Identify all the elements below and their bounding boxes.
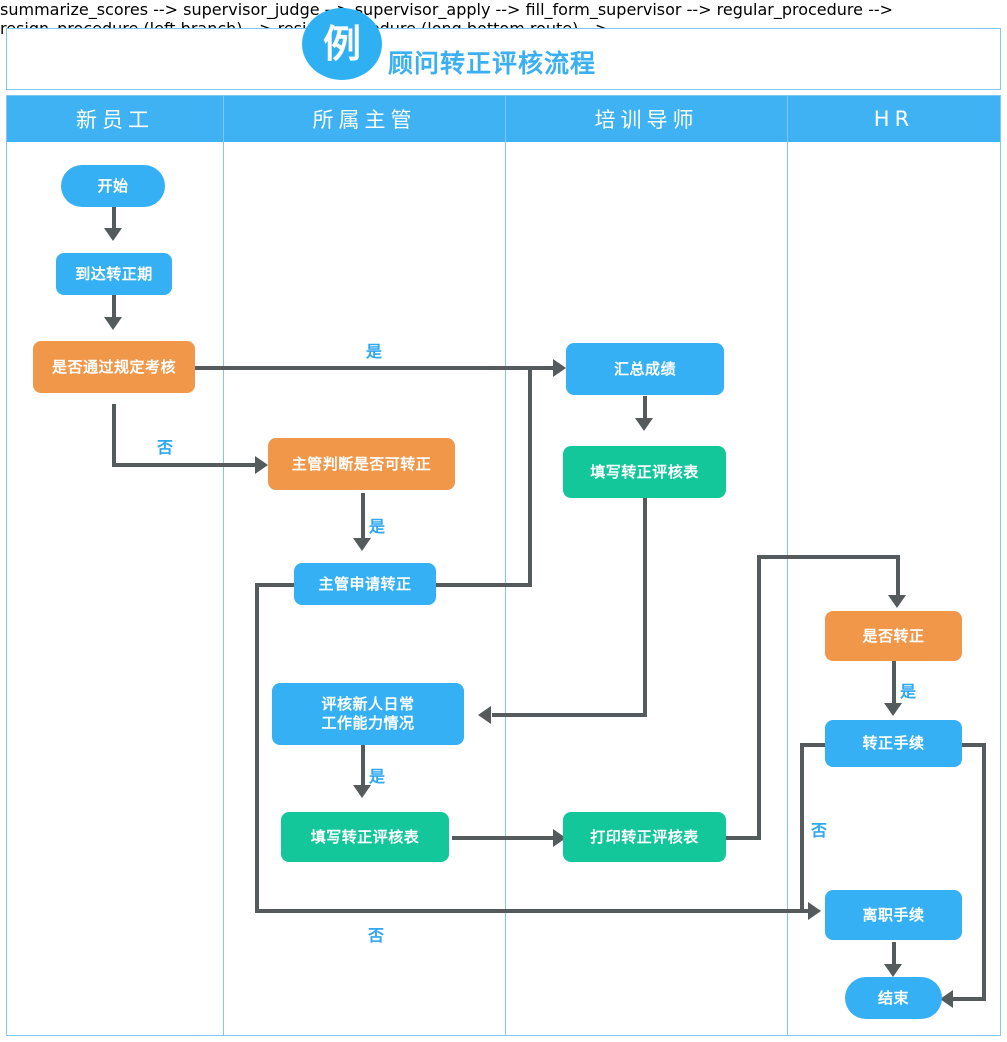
edge-assessment-no-h	[112, 463, 260, 467]
node-supervisor-apply[interactable]: 主管申请转正	[294, 563, 436, 605]
edge-regular-to-end-h2	[952, 997, 986, 1001]
edge-label-regular-no: 否	[811, 821, 828, 840]
edge-label-pass-no: 否	[157, 438, 174, 457]
edge-label-pass-yes: 是	[366, 342, 383, 361]
node-regular-procedure[interactable]: 转正手续	[825, 720, 962, 767]
edge-label-evaluate-yes: 是	[369, 767, 386, 786]
lane-header-trainer: 培训导师	[506, 96, 787, 142]
edge-confirm-yes-v	[892, 661, 896, 706]
arrow-fill-to-print	[553, 829, 566, 847]
edge-assessment-yes	[195, 366, 561, 370]
title-bar	[6, 28, 1001, 90]
arrow-assessment-yes	[553, 359, 566, 377]
edge-apply-no-h1	[255, 583, 297, 587]
edge-label-apply-no: 否	[368, 926, 385, 945]
node-fill-form-supervisor[interactable]: 填写转正评核表	[281, 812, 449, 862]
node-evaluate-newcomer[interactable]: 评核新人日常 工作能力情况	[272, 683, 464, 745]
arrow-assessment-no	[255, 456, 268, 474]
edge-apply-no-h2	[255, 909, 812, 913]
arrow-trainer-to-evaluate	[478, 706, 491, 724]
edge-resign-to-end-v	[892, 942, 896, 966]
arrow-regular-to-end	[940, 990, 953, 1008]
node-pass-assessment[interactable]: 是否通过规定考核	[33, 341, 195, 393]
edge-trainer-to-evaluate-v	[643, 498, 647, 717]
node-evaluate-newcomer-line1: 评核新人日常	[321, 695, 415, 714]
edge-summary-to-fill-trainer	[643, 396, 647, 420]
arrow-print-to-confirm	[888, 595, 906, 608]
edge-print-to-confirm-h2	[757, 555, 900, 559]
arrow-summary-to-fill-trainer	[635, 418, 653, 431]
edge-print-to-confirm-h1	[724, 836, 761, 840]
arrow-resign-to-end	[884, 964, 902, 977]
edge-probation-to-assessment	[112, 295, 116, 319]
page-title: 顾问转正评核流程	[388, 49, 597, 78]
lane-header-supervisor: 所属主管	[224, 96, 505, 142]
edge-start-to-probation	[112, 206, 116, 230]
node-end[interactable]: 结束	[845, 977, 942, 1019]
edge-apply-to-summary-v	[528, 366, 532, 587]
edge-judge-yes-v	[361, 493, 365, 541]
edge-regular-to-end-h1	[958, 743, 986, 747]
lane-header-new-employee: 新员工	[7, 96, 223, 142]
arrow-judge-yes	[353, 538, 371, 551]
node-start[interactable]: 开始	[61, 165, 165, 207]
example-badge: 例	[302, 8, 382, 80]
arrow-evaluate-yes	[353, 785, 371, 798]
edge-trainer-to-evaluate-h	[492, 713, 647, 717]
node-confirm-regular[interactable]: 是否转正	[825, 611, 962, 661]
node-supervisor-judge[interactable]: 主管判断是否可转正	[268, 438, 455, 490]
arrow-start-to-probation	[104, 228, 122, 241]
edge-regular-to-end-v	[982, 743, 986, 999]
edge-print-to-confirm-v	[757, 555, 761, 840]
edge-label-confirm-yes: 是	[900, 682, 917, 701]
lane-hr: HR	[787, 95, 1001, 1036]
edge-print-to-confirm-v2	[896, 555, 900, 598]
edge-label-judge-yes: 是	[369, 517, 386, 536]
edge-fill-to-print	[452, 836, 557, 840]
node-print-form[interactable]: 打印转正评核表	[563, 812, 726, 862]
lane-header-hr: HR	[788, 96, 1000, 142]
edge-apply-no-v	[255, 583, 259, 913]
edge-regular-no-h1	[800, 743, 830, 747]
arrow-apply-no	[808, 902, 821, 920]
node-fill-form-trainer[interactable]: 填写转正评核表	[563, 446, 726, 498]
node-resign-procedure[interactable]: 离职手续	[825, 890, 962, 940]
edge-assessment-no-v	[112, 404, 116, 467]
edge-regular-no-v	[800, 743, 804, 913]
edge-apply-to-summary-h	[436, 583, 532, 587]
node-probation-due[interactable]: 到达转正期	[56, 253, 172, 295]
edge-evaluate-yes-v	[361, 744, 365, 788]
arrow-probation-to-assessment	[104, 317, 122, 330]
lane-new-employee: 新员工	[6, 95, 224, 1036]
arrow-confirm-yes	[884, 703, 902, 716]
node-evaluate-newcomer-line2: 工作能力情况	[321, 714, 415, 732]
node-summarize-scores[interactable]: 汇总成绩	[566, 343, 724, 395]
